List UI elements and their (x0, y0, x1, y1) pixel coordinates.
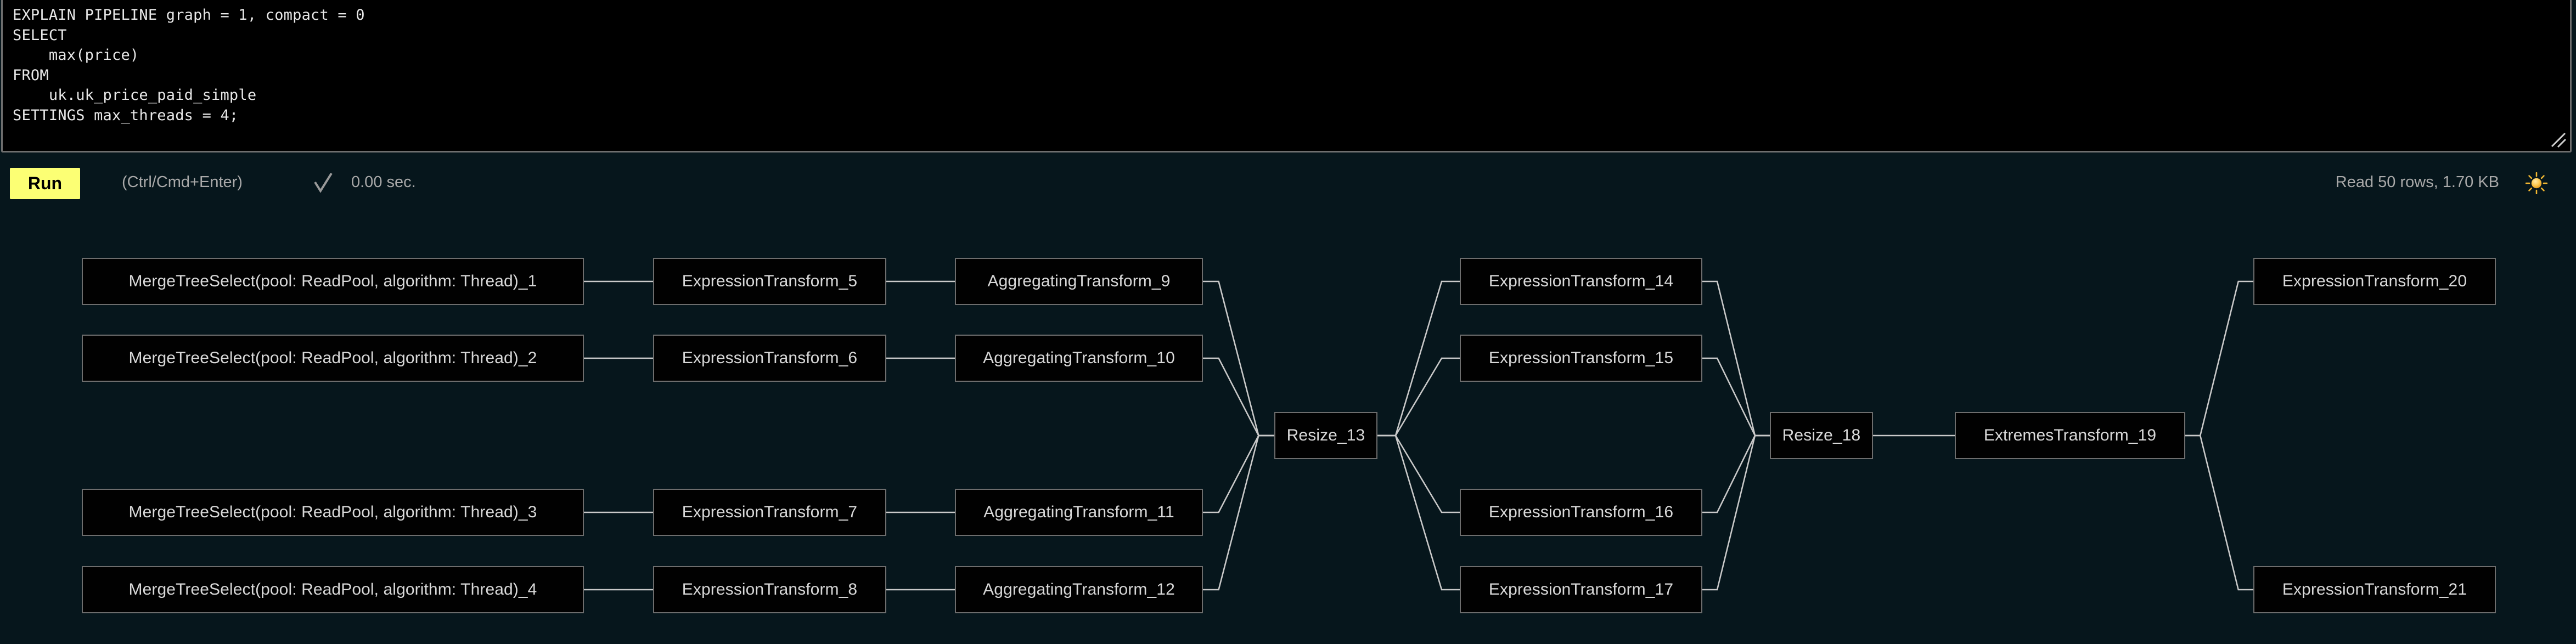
graph-node-label: ExtremesTransform_19 (1983, 426, 2157, 444)
graph-node-et14[interactable]: ExpressionTransform_14 (1460, 258, 1702, 305)
graph-node-at11[interactable]: AggregatingTransform_11 (955, 489, 1203, 536)
graph-node-mts3[interactable]: MergeTreeSelect(pool: ReadPool, algorith… (82, 489, 584, 536)
graph-node-label: ExpressionTransform_8 (682, 580, 858, 598)
graph-edge-et15-to-rs18 (1702, 357, 1770, 437)
graph-edge-rs13-to-et16 (1377, 434, 1460, 513)
graph-node-mts4[interactable]: MergeTreeSelect(pool: ReadPool, algorith… (82, 566, 584, 613)
graph-node-et15[interactable]: ExpressionTransform_15 (1460, 335, 1702, 382)
graph-node-at10[interactable]: AggregatingTransform_10 (955, 335, 1203, 382)
graph-node-at12[interactable]: AggregatingTransform_12 (955, 566, 1203, 613)
graph-node-mts1[interactable]: MergeTreeSelect(pool: ReadPool, algorith… (82, 258, 584, 305)
graph-edge-at10-to-rs13 (1203, 357, 1274, 437)
keyboard-shortcut-hint: (Ctrl/Cmd+Enter) (122, 173, 243, 191)
graph-node-rs13[interactable]: Resize_13 (1274, 412, 1377, 459)
graph-node-et17[interactable]: ExpressionTransform_17 (1460, 566, 1702, 613)
run-button[interactable]: Run (10, 168, 80, 199)
graph-edge-layer (584, 280, 2253, 591)
graph-node-et21[interactable]: ExpressionTransform_21 (2253, 566, 2496, 613)
elapsed-time-label: 0.00 sec. (351, 173, 416, 191)
graph-node-label: ExpressionTransform_15 (1488, 349, 1674, 367)
graph-node-label: ExpressionTransform_17 (1488, 580, 1674, 598)
graph-node-et7[interactable]: ExpressionTransform_7 (653, 489, 886, 536)
graph-node-label: Resize_13 (1286, 426, 1365, 444)
graph-node-ext19[interactable]: ExtremesTransform_19 (1955, 412, 2185, 459)
graph-edge-at12-to-rs13 (1203, 434, 1274, 591)
graph-node-at9[interactable]: AggregatingTransform_9 (955, 258, 1203, 305)
graph-node-label: ExpressionTransform_21 (2282, 580, 2467, 598)
graph-node-label: AggregatingTransform_9 (987, 272, 1171, 290)
graph-edge-et16-to-rs18 (1702, 434, 1770, 513)
graph-edge-at11-to-rs13 (1203, 434, 1274, 513)
graph-node-label: ExpressionTransform_5 (682, 272, 858, 290)
graph-node-rs18[interactable]: Resize_18 (1770, 412, 1873, 459)
graph-node-label: ExpressionTransform_16 (1488, 503, 1674, 521)
graph-node-label: AggregatingTransform_10 (983, 349, 1175, 367)
graph-node-label: ExpressionTransform_20 (2282, 272, 2467, 290)
sql-editor-region (0, 0, 2576, 155)
graph-node-et8[interactable]: ExpressionTransform_8 (653, 566, 886, 613)
graph-node-label: MergeTreeSelect(pool: ReadPool, algorith… (128, 349, 537, 367)
graph-node-label: MergeTreeSelect(pool: ReadPool, algorith… (128, 503, 537, 521)
graph-edge-rs13-to-et17 (1377, 434, 1460, 591)
graph-edge-et17-to-rs18 (1702, 434, 1770, 591)
graph-node-et16[interactable]: ExpressionTransform_16 (1460, 489, 1702, 536)
sun-icon[interactable] (2526, 172, 2547, 194)
graph-node-label: Resize_18 (1782, 426, 1861, 444)
sql-query-input[interactable] (1, 0, 2572, 152)
graph-node-et20[interactable]: ExpressionTransform_20 (2253, 258, 2496, 305)
graph-node-label: MergeTreeSelect(pool: ReadPool, algorith… (128, 580, 537, 598)
graph-node-et5[interactable]: ExpressionTransform_5 (653, 258, 886, 305)
pipeline-graph-canvas: MergeTreeSelect(pool: ReadPool, algorith… (0, 211, 2576, 644)
graph-node-label: AggregatingTransform_11 (983, 503, 1174, 521)
graph-node-label: MergeTreeSelect(pool: ReadPool, algorith… (128, 272, 537, 290)
graph-node-mts2[interactable]: MergeTreeSelect(pool: ReadPool, algorith… (82, 335, 584, 382)
graph-edge-rs13-to-et15 (1377, 357, 1460, 437)
graph-node-et6[interactable]: ExpressionTransform_6 (653, 335, 886, 382)
graph-edge-ext19-to-et21 (2185, 434, 2253, 591)
query-toolbar: Run (Ctrl/Cmd+Enter) 0.00 sec. Read 50 r… (0, 157, 2576, 211)
read-stats-label: Read 50 rows, 1.70 KB (2335, 173, 2499, 191)
checkmark-icon (314, 172, 333, 193)
graph-edge-ext19-to-et20 (2185, 280, 2253, 437)
graph-node-label: ExpressionTransform_7 (682, 503, 858, 521)
graph-node-label: ExpressionTransform_14 (1488, 272, 1674, 290)
graph-node-label: ExpressionTransform_6 (682, 349, 858, 367)
graph-node-label: AggregatingTransform_12 (983, 580, 1175, 598)
